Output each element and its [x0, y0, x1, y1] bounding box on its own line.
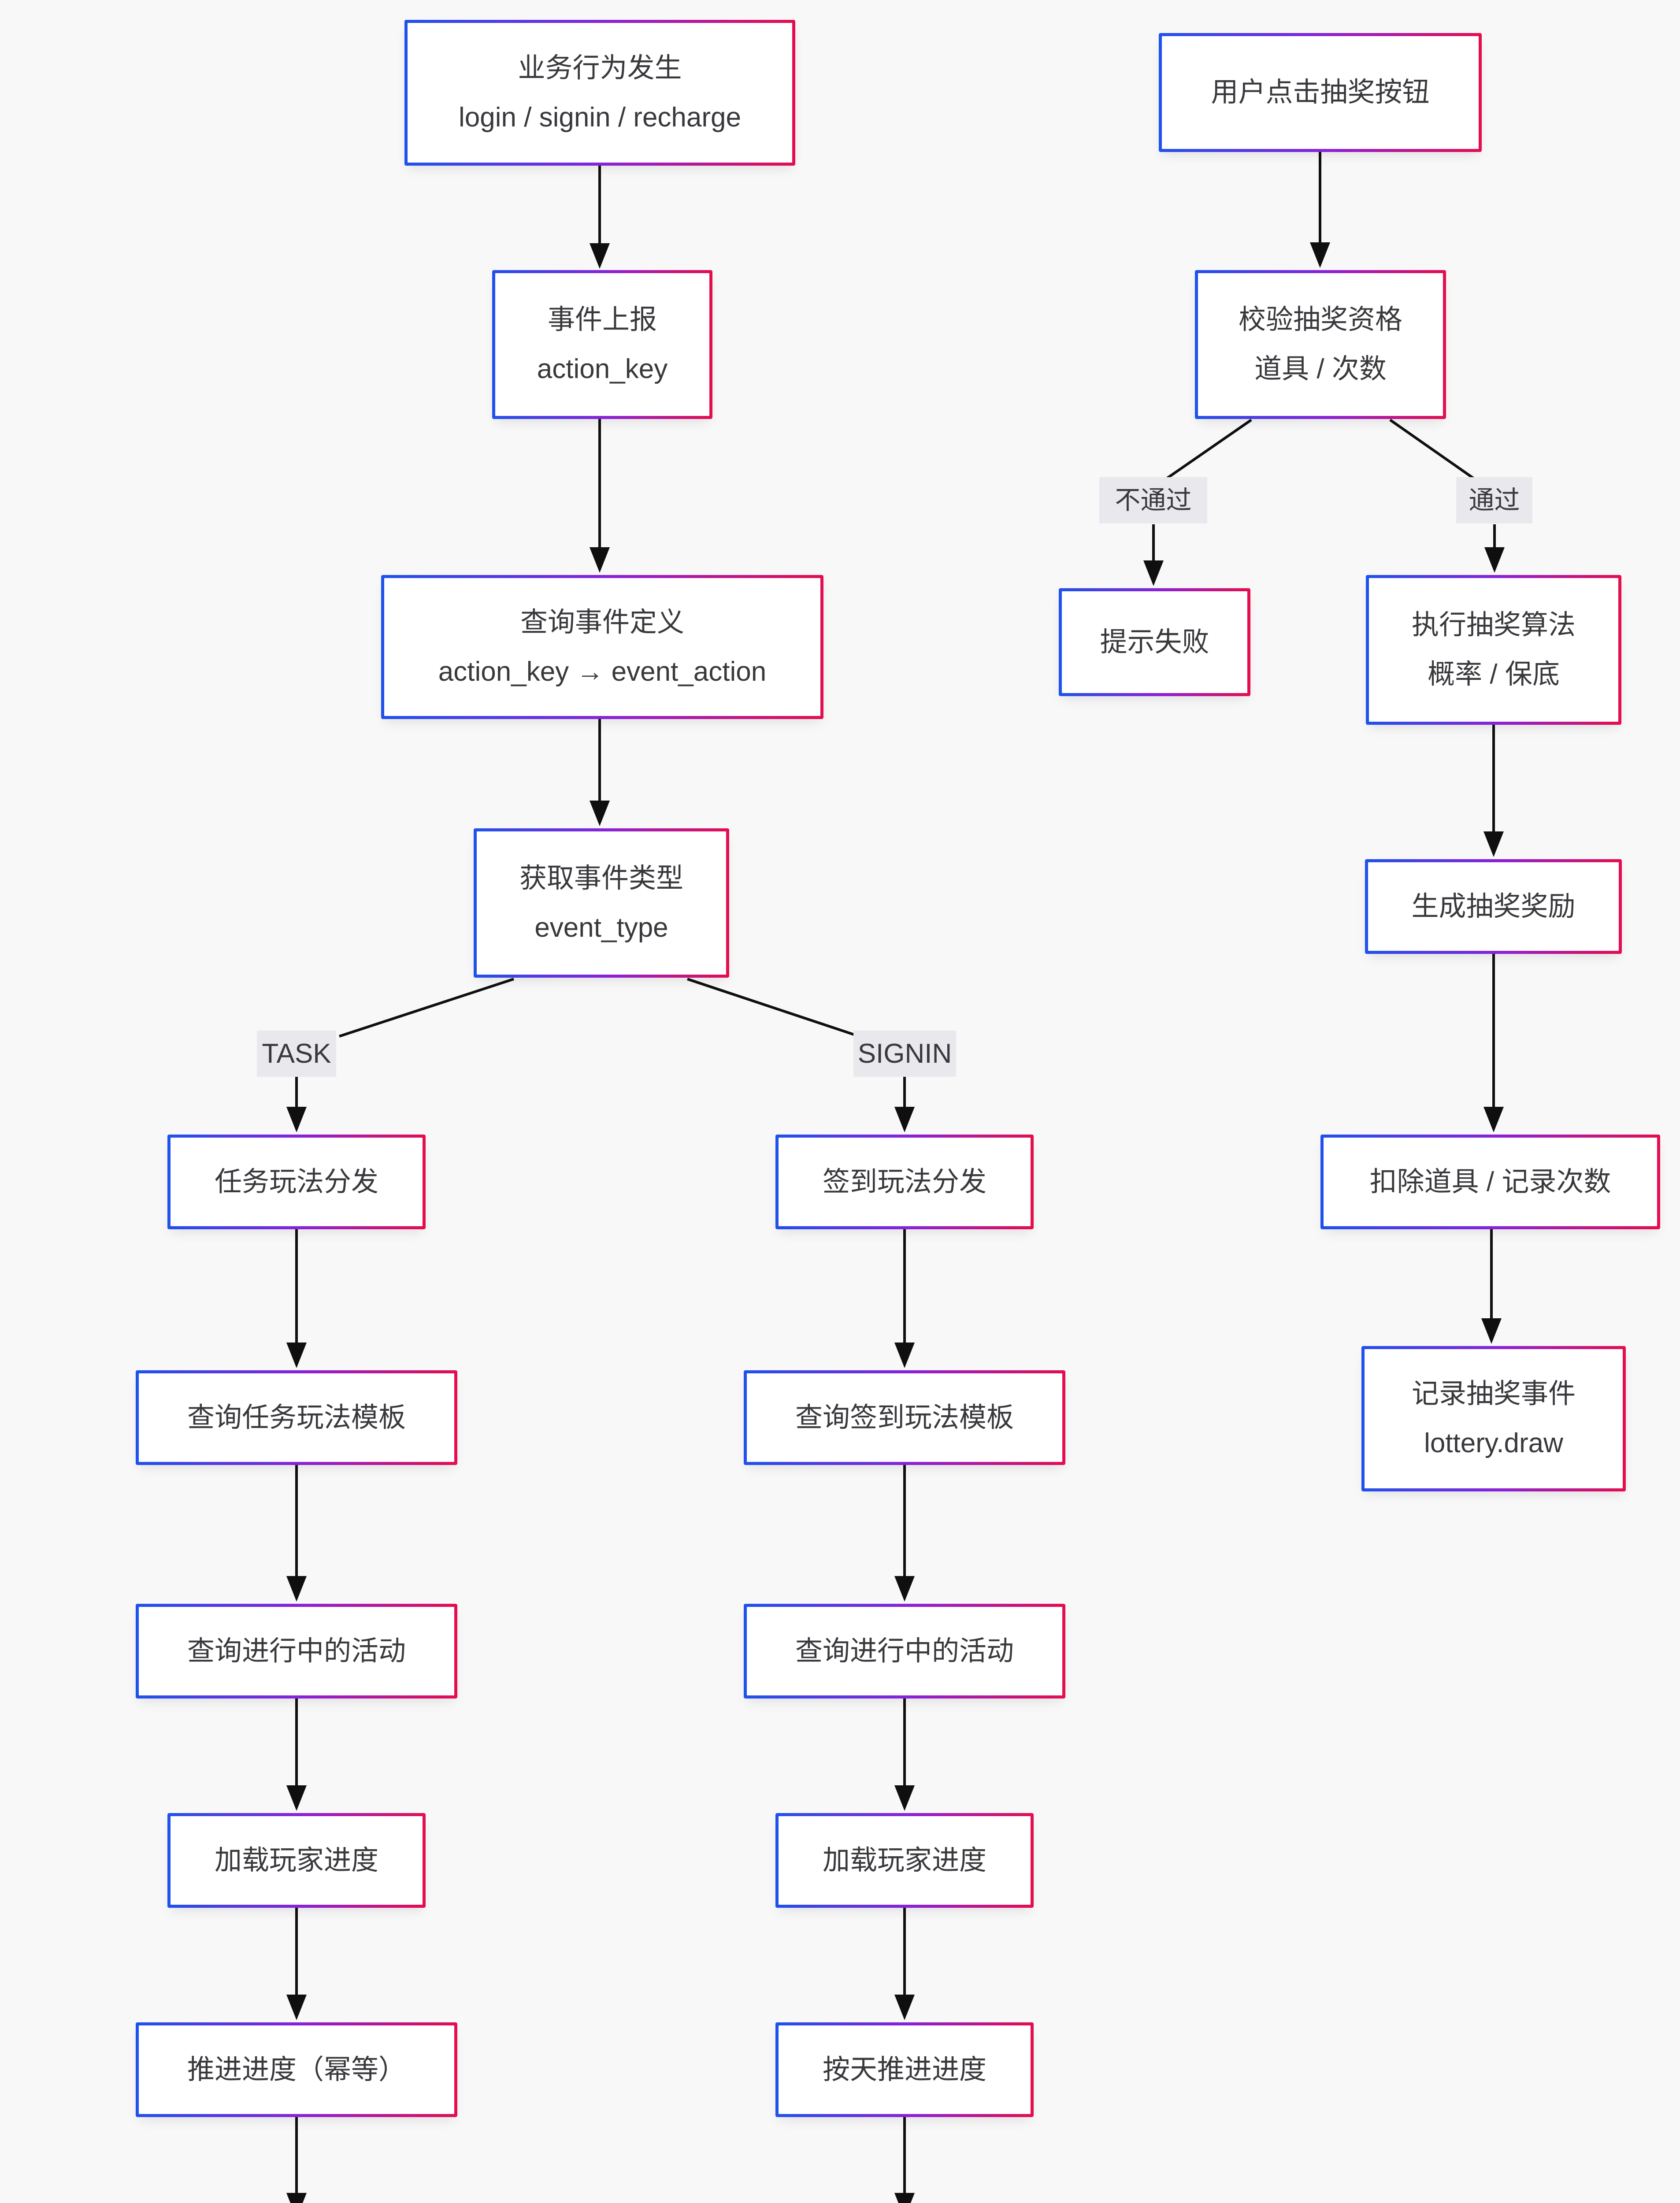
- node-signin-query-template: 查询签到玩法模板: [744, 1370, 1065, 1465]
- node-get-event-type-title: 获取事件类型: [519, 863, 683, 894]
- node-lottery-check-subtitle: 道具 / 次数: [1254, 354, 1387, 384]
- node-lottery-deduct-title: 扣除道具 / 记录次数: [1369, 1166, 1611, 1197]
- node-lottery-check: 校验抽奖资格 道具 / 次数: [1195, 270, 1446, 419]
- node-task-dispatch: 任务玩法分发: [167, 1135, 426, 1229]
- node-event-report-subtitle: action_key: [537, 354, 668, 384]
- node-lottery-record: 记录抽奖事件 lottery.draw: [1361, 1346, 1626, 1491]
- node-signin-query-active: 查询进行中的活动: [744, 1604, 1065, 1699]
- node-lottery-fail-toast-title: 提示失败: [1100, 627, 1209, 657]
- node-signin-advance-by-day-title: 按天推进进度: [822, 2054, 986, 2085]
- node-signin-advance-by-day: 按天推进进度: [775, 2022, 1034, 2117]
- node-get-event-type-subtitle: event_type: [534, 912, 668, 943]
- edge-label-lottery-fail: 不通过: [1099, 477, 1207, 523]
- edge-label-signin: SIGNIN: [853, 1031, 956, 1077]
- node-task-query-template-title: 查询任务玩法模板: [187, 1402, 406, 1433]
- node-task-load-progress-title: 加载玩家进度: [214, 1845, 378, 1876]
- node-task-advance-progress-title: 推进进度（幂等）: [187, 2054, 406, 2085]
- node-business-event: 业务行为发生 login / signin / recharge: [404, 20, 795, 166]
- node-lottery-fail-toast: 提示失败: [1059, 588, 1250, 696]
- node-query-event-definition-title: 查询事件定义: [520, 607, 684, 638]
- node-event-report: 事件上报 action_key: [492, 270, 712, 419]
- node-signin-dispatch-title: 签到玩法分发: [822, 1166, 986, 1197]
- edge-label-lottery-pass: 通过: [1456, 477, 1532, 523]
- node-lottery-deduct: 扣除道具 / 记录次数: [1320, 1135, 1660, 1229]
- node-lottery-algorithm: 执行抽奖算法 概率 / 保底: [1366, 575, 1621, 725]
- edge-label-task: TASK: [257, 1031, 336, 1077]
- node-get-event-type: 获取事件类型 event_type: [474, 828, 729, 978]
- node-lottery-reward-title: 生成抽奖奖励: [1411, 891, 1576, 922]
- node-query-event-definition-subtitle: action_key → event_action: [438, 656, 767, 687]
- node-signin-query-active-title: 查询进行中的活动: [795, 1636, 1014, 1666]
- node-task-query-active-title: 查询进行中的活动: [187, 1636, 406, 1666]
- node-lottery-reward: 生成抽奖奖励: [1365, 859, 1622, 954]
- node-signin-query-template-title: 查询签到玩法模板: [795, 1402, 1014, 1433]
- node-lottery-record-title: 记录抽奖事件: [1411, 1379, 1576, 1409]
- node-lottery-record-subtitle: lottery.draw: [1424, 1428, 1563, 1458]
- node-task-dispatch-title: 任务玩法分发: [214, 1166, 378, 1197]
- node-lottery-click-title: 用户点击抽奖按钮: [1211, 77, 1430, 108]
- node-business-event-title: 业务行为发生: [518, 52, 682, 83]
- node-lottery-click: 用户点击抽奖按钮: [1159, 33, 1482, 152]
- node-task-query-active: 查询进行中的活动: [136, 1604, 457, 1699]
- node-event-report-title: 事件上报: [547, 304, 657, 335]
- node-task-query-template: 查询任务玩法模板: [136, 1370, 457, 1465]
- node-signin-dispatch: 签到玩法分发: [775, 1135, 1034, 1229]
- node-signin-load-progress: 加载玩家进度: [775, 1813, 1034, 1908]
- node-signin-load-progress-title: 加载玩家进度: [822, 1845, 986, 1876]
- node-business-event-subtitle: login / signin / recharge: [458, 102, 742, 133]
- node-lottery-algorithm-title: 执行抽奖算法: [1411, 610, 1576, 640]
- node-lottery-check-title: 校验抽奖资格: [1238, 304, 1402, 335]
- node-lottery-algorithm-subtitle: 概率 / 保底: [1428, 659, 1560, 690]
- node-task-load-progress: 加载玩家进度: [167, 1813, 426, 1908]
- node-query-event-definition: 查询事件定义 action_key → event_action: [381, 575, 823, 719]
- node-task-advance-progress: 推进进度（幂等）: [136, 2022, 457, 2117]
